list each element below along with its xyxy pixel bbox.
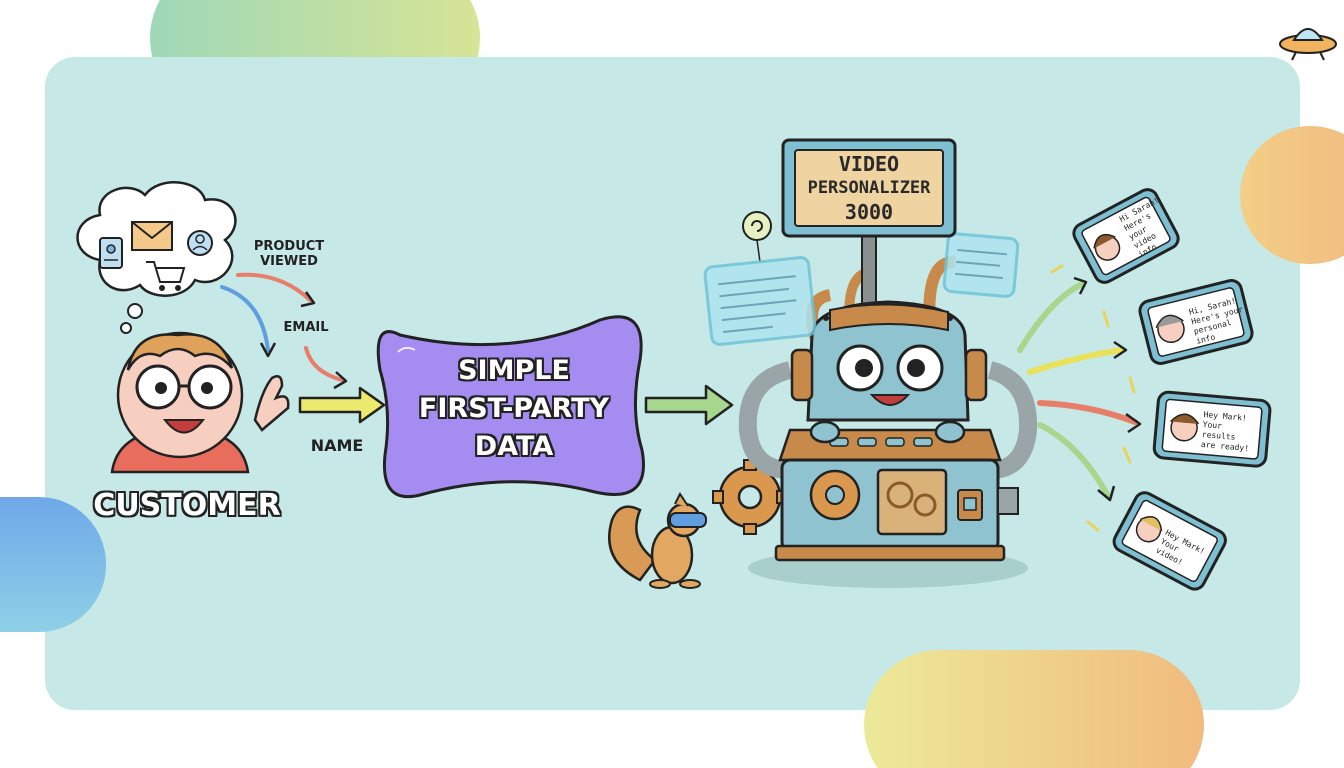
arrow-out-1	[1017, 281, 1085, 353]
blob-line-1: SIMPLE	[458, 355, 570, 386]
squirrel-character	[607, 492, 707, 589]
id-badge-icon	[99, 237, 123, 269]
holo-screen-right	[942, 232, 1020, 298]
arrow-to-customer	[220, 285, 270, 352]
arrow-product-viewed	[236, 272, 312, 302]
label-product-viewed-line-1: PRODUCT	[253, 239, 325, 254]
label-product-viewed: PRODUCT VIEWED	[244, 239, 334, 269]
sign-line-3: 3000	[844, 200, 894, 224]
phone-4	[1112, 491, 1227, 591]
blob-title: SIMPLE FIRST-PARTY DATA	[398, 352, 630, 466]
phone-3	[1152, 390, 1272, 468]
swirl-icon	[742, 211, 772, 263]
phone-1	[1072, 188, 1180, 284]
arrow-out-3	[1037, 400, 1138, 425]
arrow-customer-to-data	[298, 386, 386, 424]
phone-2	[1138, 278, 1254, 366]
blob-line-3: DATA	[474, 431, 554, 462]
motion-dashes	[1050, 264, 1136, 532]
first-party-data-blob	[376, 315, 645, 498]
holo-screen-left	[703, 256, 817, 346]
sign-line-2: PERSONALIZER	[807, 178, 931, 198]
label-customer: CUSTOMER	[93, 488, 281, 523]
customer-character	[110, 331, 290, 474]
phone-3-text: Hey Mark! Your results are ready!	[1201, 410, 1260, 455]
label-email: EMAIL	[283, 320, 329, 335]
blob-line-2: FIRST-PARTY	[418, 393, 610, 424]
arrow-out-2	[1027, 347, 1125, 375]
user-circle-icon	[187, 230, 213, 256]
machine-sign	[781, 138, 957, 238]
ufo-icon	[1279, 28, 1337, 61]
sign-line-1: VIDEO	[838, 152, 900, 176]
arrow-email	[304, 346, 344, 382]
label-name: NAME	[310, 436, 364, 455]
arrow-out-4	[1037, 422, 1111, 499]
label-product-viewed-line-2: VIEWED	[260, 254, 318, 269]
deco-blob-right	[1240, 126, 1344, 264]
envelope-icon	[131, 221, 173, 251]
deco-blob-left	[0, 497, 106, 632]
shopping-cart-icon	[146, 261, 186, 291]
arrow-data-to-machine	[644, 384, 734, 426]
sign-title: VIDEO PERSONALIZER 3000	[795, 152, 943, 224]
personalizer-machine	[738, 229, 1038, 562]
deco-blob-bottom	[864, 650, 1204, 768]
